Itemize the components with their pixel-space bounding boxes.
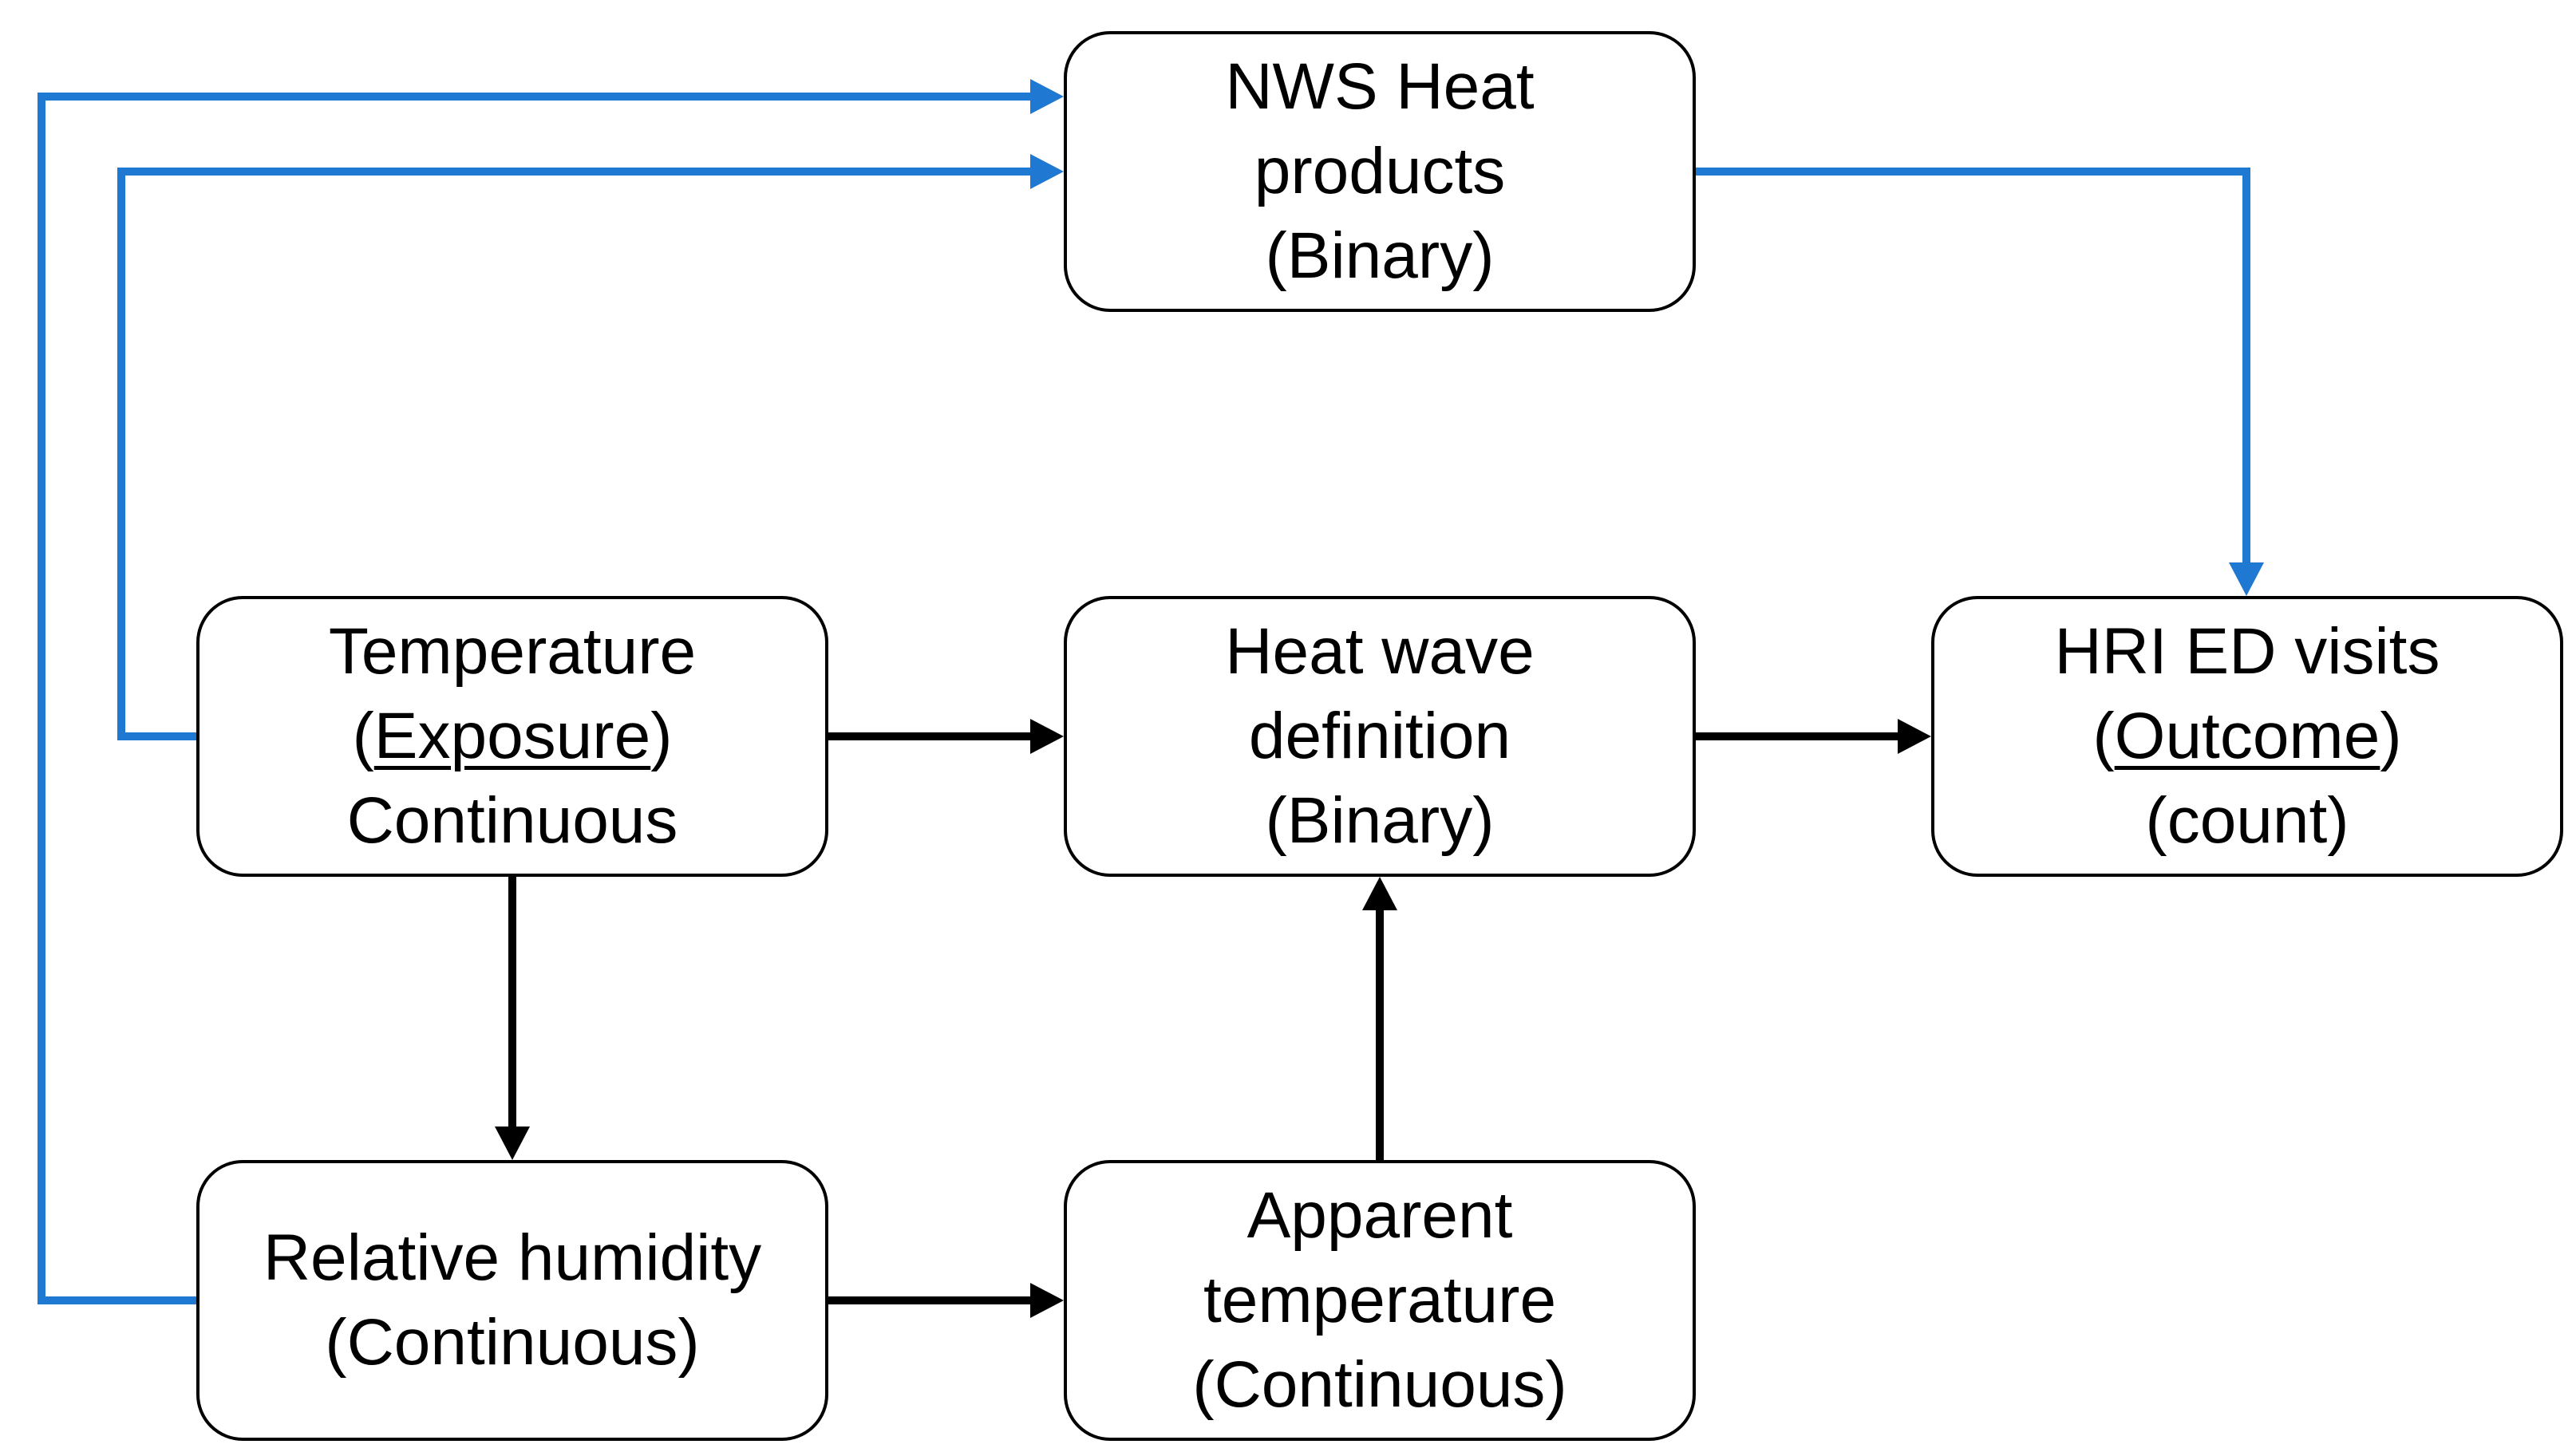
node-nws-heat-products: NWS Heat products (Binary) bbox=[1064, 31, 1696, 312]
edge-temperature-to-humidity bbox=[495, 877, 530, 1160]
node-nws-line1: NWS Heat bbox=[1225, 50, 1535, 123]
node-hri-line3: (count) bbox=[2145, 784, 2349, 857]
node-hri-line2: (Outcome) bbox=[2092, 694, 2401, 779]
edge-temperature-to-heatwave bbox=[828, 719, 1064, 754]
node-temperature-line2: (Exposure) bbox=[352, 694, 672, 779]
node-apparent-line2: temperature bbox=[1203, 1264, 1557, 1336]
node-hri-outcome-label: Outcome bbox=[2114, 700, 2380, 772]
arrowhead bbox=[1030, 79, 1064, 114]
arrowhead bbox=[1898, 719, 1931, 754]
node-temperature-exposure-label: Exposure bbox=[373, 700, 651, 772]
node-heatwave-line3: (Binary) bbox=[1265, 784, 1495, 857]
node-heatwave-line2: definition bbox=[1248, 700, 1511, 772]
edge-apparent-to-heatwave bbox=[1362, 877, 1397, 1160]
node-temperature: Temperature (Exposure) Continuous bbox=[196, 596, 828, 877]
edge-temperature-to-nws bbox=[117, 154, 1064, 740]
node-hri-open-paren: ( bbox=[2092, 700, 2115, 772]
arrowhead bbox=[2229, 562, 2264, 596]
arrowhead bbox=[1030, 154, 1064, 189]
edge-heatwave-to-hri bbox=[1696, 719, 1931, 754]
node-heatwave-line1: Heat wave bbox=[1225, 615, 1535, 688]
edge-humidity-to-apparent bbox=[828, 1283, 1064, 1318]
node-apparent-temperature: Apparent temperature (Continuous) bbox=[1064, 1160, 1696, 1441]
node-hri-line1: HRI ED visits bbox=[2054, 615, 2440, 688]
arrowhead bbox=[495, 1127, 530, 1160]
node-temperature-open-paren: ( bbox=[352, 700, 374, 772]
node-relative-humidity: Relative humidity (Continuous) bbox=[196, 1160, 828, 1441]
node-heat-wave-definition: Heat wave definition (Binary) bbox=[1064, 596, 1696, 877]
arrowhead bbox=[1030, 1283, 1064, 1318]
edge-humidity-to-nws bbox=[38, 79, 1064, 1304]
arrowhead bbox=[1362, 877, 1397, 910]
node-hri-close-paren: ) bbox=[2380, 700, 2402, 772]
node-humidity-line1: Relative humidity bbox=[263, 1221, 762, 1294]
node-temperature-close-paren: ) bbox=[650, 700, 673, 772]
node-humidity-line2: (Continuous) bbox=[325, 1306, 700, 1379]
node-nws-line2: products bbox=[1254, 135, 1506, 207]
node-temperature-line3: Continuous bbox=[346, 784, 678, 857]
node-apparent-line1: Apparent bbox=[1246, 1179, 1513, 1252]
node-apparent-line3: (Continuous) bbox=[1192, 1348, 1567, 1421]
arrowhead bbox=[1030, 719, 1064, 754]
node-hri-ed-visits: HRI ED visits (Outcome) (count) bbox=[1931, 596, 2563, 877]
node-nws-line3: (Binary) bbox=[1265, 219, 1495, 292]
node-temperature-line1: Temperature bbox=[328, 615, 697, 688]
edge-nws-to-hri bbox=[1696, 168, 2264, 596]
